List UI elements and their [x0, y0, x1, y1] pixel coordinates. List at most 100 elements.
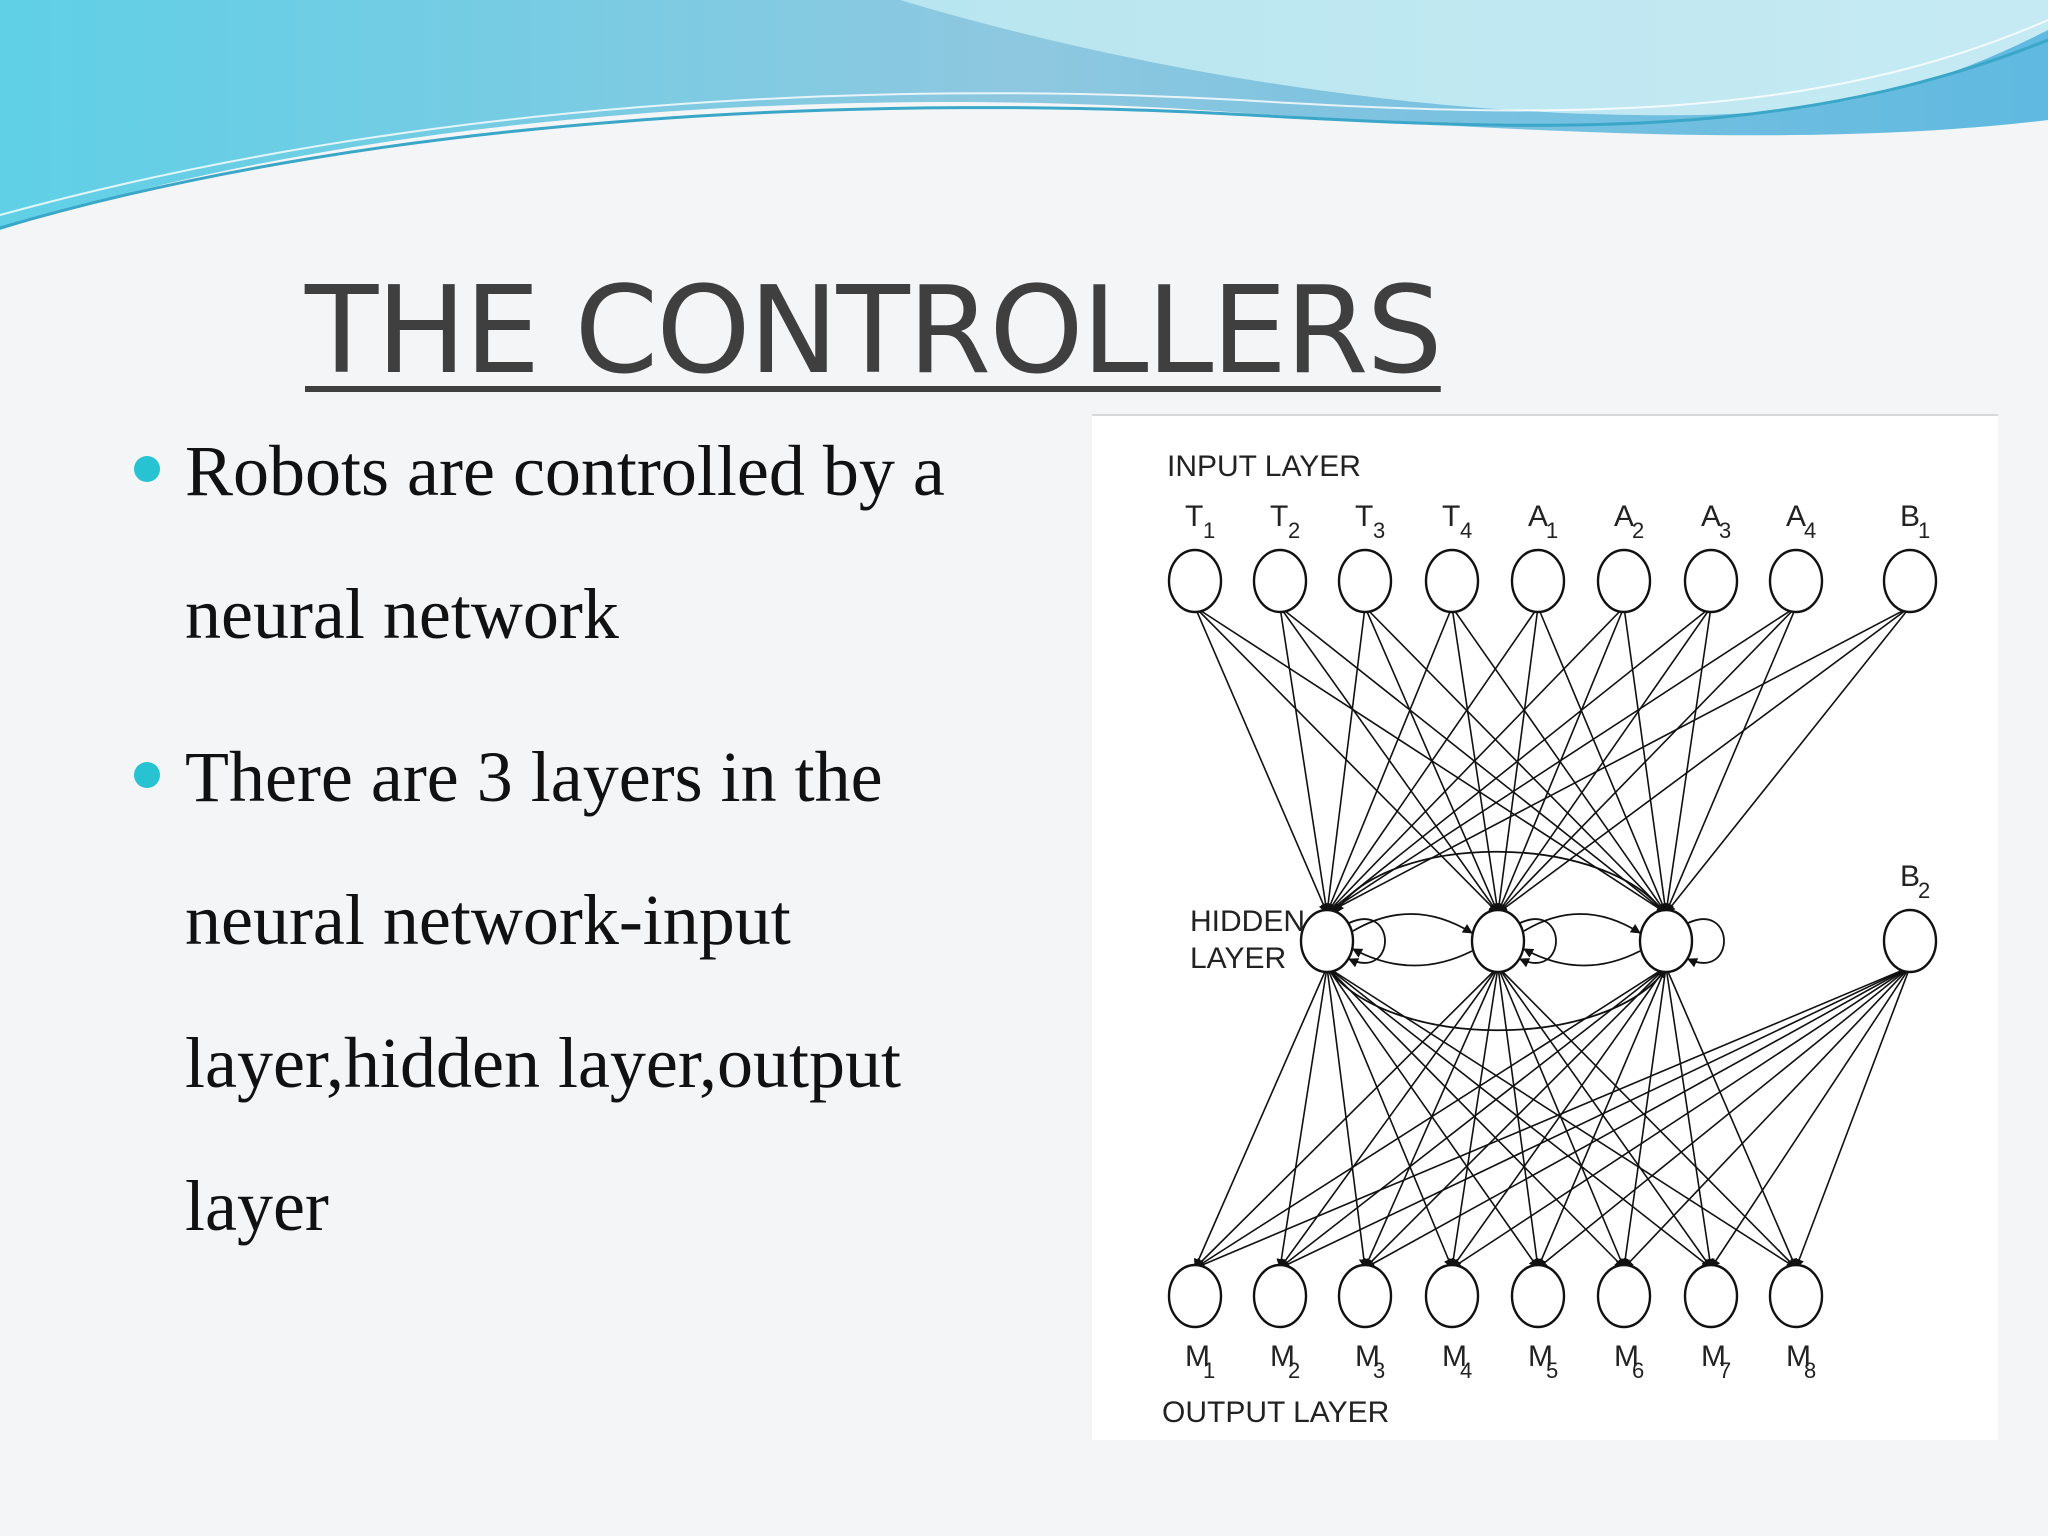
connection-line	[1325, 606, 1453, 914]
connection-line	[1497, 606, 1712, 914]
connection-line	[1364, 606, 1667, 914]
output-node-label-subscript: 4	[1460, 1358, 1472, 1383]
input-node-label: T	[1185, 500, 1203, 533]
output-node-label: M	[1528, 1340, 1553, 1373]
connection-line	[1326, 606, 1625, 914]
output-node-label: M	[1270, 1340, 1295, 1373]
input-node-label-subscript: 4	[1804, 518, 1816, 543]
connection-line	[1276, 966, 1328, 1269]
output-node	[1252, 1263, 1308, 1329]
output-node-label-subscript: 6	[1632, 1358, 1644, 1383]
connection-line	[1279, 966, 1911, 1269]
hidden-node	[1638, 908, 1694, 974]
output-node	[1683, 1263, 1739, 1329]
bullet-item: There are 3 layers in the neural network…	[130, 706, 1060, 1278]
recurrent-connection	[1523, 948, 1641, 967]
output-node-label-subscript: 5	[1546, 1358, 1558, 1383]
connection-line	[1665, 966, 1715, 1269]
input-node-label: A	[1528, 500, 1548, 533]
bullet-list: Robots are controlled by a neural networ…	[130, 400, 1060, 1298]
connection-line	[1279, 966, 1667, 1269]
input-node	[1768, 548, 1824, 614]
output-node-label-subscript: 8	[1804, 1358, 1816, 1383]
input-node-label: A	[1614, 500, 1634, 533]
input-node-label-subscript: 2	[1632, 518, 1644, 543]
input-node-label-subscript: 1	[1203, 518, 1215, 543]
input-node-label-subscript: 1	[1546, 518, 1558, 543]
output-node-label: M	[1355, 1340, 1380, 1373]
connection-line	[1497, 966, 1712, 1269]
connection-line	[1326, 606, 1797, 914]
input-node	[1252, 548, 1308, 614]
output-layer-label: OUTPUT LAYER	[1162, 1396, 1389, 1429]
input-node	[1510, 548, 1566, 614]
connection-line	[1536, 966, 1667, 1269]
input-node-label: A	[1701, 500, 1721, 533]
recurrent-connection	[1334, 850, 1667, 916]
connection-line	[1279, 966, 1499, 1269]
recurrent-connection	[1352, 913, 1473, 934]
connection-line	[1194, 966, 1911, 1270]
connection-line	[1326, 606, 1539, 914]
input-node-label-subscript: 2	[1288, 518, 1300, 543]
bullet-item: Robots are controlled by a neural networ…	[130, 400, 1060, 686]
hidden-node	[1299, 908, 1355, 974]
input-node-label-subscript: 3	[1719, 518, 1731, 543]
input-node	[1337, 548, 1393, 614]
connection-line	[1623, 966, 1911, 1269]
connection-line	[1537, 966, 1911, 1269]
connection-line	[1364, 966, 1911, 1269]
connection-line	[1537, 606, 1668, 914]
connection-line	[1662, 606, 1712, 914]
connection-line	[1326, 966, 1539, 1269]
output-node	[1596, 1263, 1652, 1329]
hidden-layer-label-line1: HIDDEN	[1190, 905, 1305, 938]
recurrent-connections	[1326, 850, 1725, 1032]
output-node-label-subscript: 3	[1373, 1358, 1385, 1383]
connection-line	[1326, 606, 1712, 914]
connection-line	[1497, 606, 1911, 914]
hidden-node	[1470, 908, 1526, 974]
output-node-label-subscript: 2	[1288, 1358, 1300, 1383]
output-node-label-subscript: 1	[1203, 1358, 1215, 1383]
input-bias-label-subscript: 1	[1918, 518, 1930, 543]
hidden-bias-node	[1882, 908, 1938, 974]
input-node-label: T	[1355, 500, 1373, 533]
recurrent-connection	[1352, 948, 1473, 967]
connection-line	[1326, 966, 1712, 1269]
input-bias-node	[1882, 548, 1938, 614]
input-node	[1596, 548, 1652, 614]
input-node	[1167, 548, 1223, 614]
output-node	[1768, 1263, 1824, 1329]
recurrent-connection	[1326, 966, 1667, 1032]
recurrent-connection	[1519, 918, 1557, 968]
input-bias-label: B	[1900, 500, 1920, 533]
hidden-bias-label-subscript: 2	[1918, 878, 1930, 903]
input-node	[1683, 548, 1739, 614]
connection-line	[1451, 966, 1667, 1269]
output-node	[1424, 1263, 1480, 1329]
connection-line	[1620, 966, 1667, 1269]
connection-line	[1451, 606, 1667, 914]
connection-line	[1364, 606, 1499, 914]
recurrent-connection	[1348, 918, 1386, 968]
input-node-label: T	[1442, 500, 1460, 533]
connection-line	[1665, 966, 1798, 1269]
output-node	[1510, 1263, 1566, 1329]
connection-line	[1497, 966, 1797, 1269]
connection-line	[1497, 966, 1542, 1269]
output-node-label: M	[1185, 1340, 1210, 1373]
hidden-layer-label-line2: LAYER	[1190, 942, 1286, 975]
connection-line	[1323, 606, 1366, 914]
connection-lines	[1194, 606, 1911, 1270]
connection-line	[1710, 966, 1911, 1269]
connection-line	[1194, 606, 1329, 914]
connection-line	[1497, 966, 1626, 1269]
hidden-bias-label: B	[1900, 860, 1920, 893]
output-node-label: M	[1614, 1340, 1639, 1373]
connection-line	[1665, 606, 1911, 914]
input-layer-label: INPUT LAYER	[1167, 450, 1361, 483]
input-node	[1424, 548, 1480, 614]
